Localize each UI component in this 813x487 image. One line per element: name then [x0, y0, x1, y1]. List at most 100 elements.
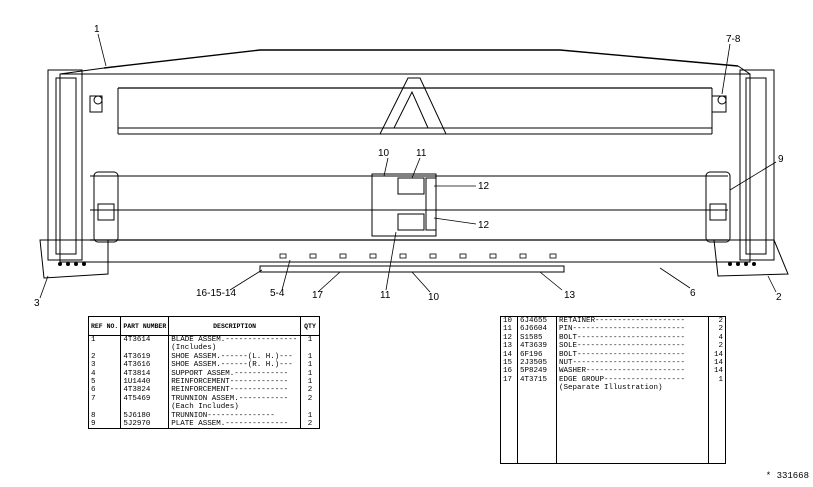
part-cell: 4T3619 [120, 352, 170, 362]
ref-cell: 9 [88, 420, 122, 429]
desc-cell: (Each Includes) [168, 403, 301, 412]
qty-cell: 4 [718, 333, 723, 342]
callout-11b: 11 [380, 290, 391, 301]
qty-cell [301, 344, 320, 352]
callout-16-15-14: 16-15-14 [196, 288, 236, 299]
part-cell: 4T3824 [120, 386, 170, 395]
callout-2: 2 [776, 292, 782, 303]
part-cell [120, 344, 170, 353]
callout-12a: 12 [478, 181, 490, 192]
ref-cell: 1 [88, 335, 122, 345]
desc-cell: WASHER---------------------- [556, 367, 709, 376]
center-support [379, 77, 447, 135]
edge-bolts [279, 253, 557, 259]
qty-cell: 14 [713, 359, 723, 368]
part-cell: 6F196 [517, 350, 557, 360]
callout-10a: 10 [378, 148, 390, 159]
desc-cell: SHOE ASSEM.------(R. H.)--- [168, 361, 301, 370]
desc-cell: BLADE ASSEM.---------------- [168, 335, 301, 345]
ref-cell: 15 [500, 359, 518, 368]
callout-10b: 10 [428, 292, 440, 303]
ref-cell [88, 344, 122, 353]
callout-12b: 12 [478, 220, 490, 231]
part-cell: 4T3616 [120, 361, 170, 370]
part-cell: 4T5469 [120, 394, 170, 404]
desc-cell: SOLE------------------------ [556, 342, 709, 351]
qty-cell: 2 [307, 420, 313, 429]
desc-cell: BOLT------------------------ [556, 350, 709, 360]
header-qty: QTY [300, 316, 320, 336]
qty-cell: 1 [307, 369, 313, 378]
part-cell: 1U1440 [120, 378, 170, 387]
part-cell: 5J2970 [120, 420, 170, 429]
desc-cell: REINFORCEMENT------------- [168, 386, 301, 395]
desc-cell: TRUNNION--------------- [168, 411, 301, 421]
qty-cell: 14 [713, 367, 723, 376]
desc-cell: REINFORCEMENT------------- [168, 378, 301, 387]
table-filler-row [500, 392, 726, 464]
part-cell: S1585 [517, 333, 557, 343]
table-row: (Each Includes) [88, 403, 320, 412]
table-row: (Separate Illustration) [500, 384, 726, 393]
part-cell: 4T3814 [120, 369, 170, 379]
ref-cell: 12 [500, 333, 518, 343]
desc-cell: SUPPORT ASSEM.------------ [168, 369, 301, 379]
callout-17: 17 [312, 290, 324, 301]
ref-cell: 17 [500, 375, 518, 385]
part-cell [120, 403, 170, 412]
ref-cell [88, 403, 122, 412]
desc-cell: SHOE ASSEM.------(L. H.)--- [168, 352, 301, 362]
qty-cell: 2 [307, 394, 313, 403]
cutting-edge [259, 265, 565, 273]
callout-3: 3 [34, 298, 40, 309]
ref-cell [500, 384, 518, 393]
callout-11a: 11 [416, 148, 427, 159]
desc-cell: RETAINER-------------------- [556, 316, 709, 326]
qty-cell: 1 [307, 336, 313, 344]
header-description: DESCRIPTION [168, 316, 301, 336]
qty-cell: 2 [718, 325, 723, 334]
qty-cell: 2 [718, 342, 723, 351]
right-end-plate [705, 69, 775, 261]
header-part-number: PART NUMBER [120, 316, 170, 336]
ref-cell: 4 [88, 369, 122, 379]
leader-lines [39, 33, 777, 299]
desc-cell: NUT------------------------- [556, 359, 709, 368]
illustration-ref-number: * 331668 [765, 471, 809, 481]
desc-cell: TRUNNION ASSEM.----------- [168, 394, 301, 404]
part-cell [517, 384, 557, 393]
ref-cell: 10 [500, 316, 518, 326]
qty-cell: 1 [307, 411, 313, 420]
desc-cell: EDGE GROUP------------------ [556, 375, 709, 385]
part-cell: 4T3715 [517, 375, 557, 385]
qty-cell: 1 [307, 378, 313, 387]
qty-cell [709, 384, 726, 392]
qty-cell: 1 [307, 361, 313, 370]
ref-cell: 5 [88, 378, 122, 387]
ref-cell: 14 [500, 350, 518, 360]
ref-cell: 13 [500, 342, 518, 351]
table-row: (Includes) [88, 344, 320, 353]
shoe-bolts [58, 262, 756, 266]
part-cell: 6J6604 [517, 325, 557, 334]
right-shoe [713, 239, 789, 277]
desc-cell: BOLT------------------------ [556, 333, 709, 343]
desc-cell: (Separate Illustration) [556, 384, 709, 393]
part-cell: 4T3614 [120, 335, 170, 345]
header-ref-no: REF NO. [88, 316, 122, 336]
qty-cell: 2 [307, 386, 313, 395]
